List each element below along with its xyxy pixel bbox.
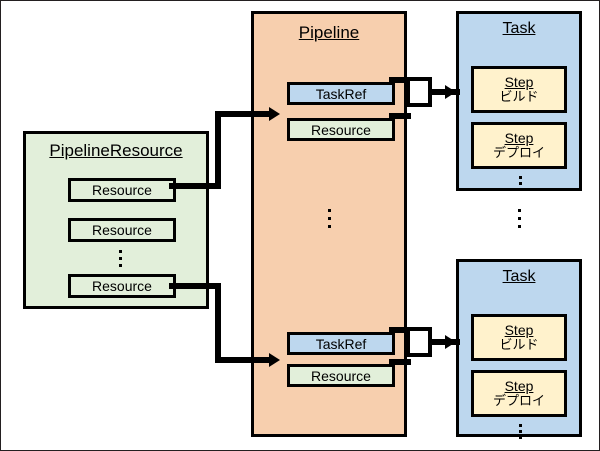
task-2-ellipsis-icon bbox=[518, 424, 522, 439]
pipeline-title: Pipeline bbox=[298, 23, 360, 42]
task-title-1: Task bbox=[502, 20, 536, 37]
connector-2-arrowhead-icon bbox=[269, 353, 280, 367]
pipeline-resource-box: PipelineResource Resource Resource Resou… bbox=[23, 131, 209, 309]
pipeline-taskref-2: TaskRef bbox=[287, 332, 395, 355]
merge-1-arrowhead-icon bbox=[445, 85, 456, 99]
step-subtitle: デプロイ bbox=[492, 144, 545, 160]
task-title-2: Task bbox=[502, 268, 536, 285]
merge-2-resource-lead bbox=[389, 359, 411, 365]
pipeline-resource-title: PipelineResource bbox=[49, 141, 183, 160]
pipeline-box: Pipeline TaskRef Resource TaskRef Resour… bbox=[251, 11, 407, 437]
task-1-step-1: Step ビルド bbox=[471, 66, 567, 113]
merge-2-junction bbox=[406, 327, 432, 357]
connector-1-segment-h1 bbox=[169, 183, 221, 189]
task-1-step-2: Step デプロイ bbox=[471, 122, 567, 169]
task-2-step-1: Step ビルド bbox=[471, 314, 567, 361]
task-box-1: Task Step ビルド Step デプロイ bbox=[456, 11, 582, 191]
merge-1-junction bbox=[406, 77, 432, 107]
pipeline-resource-item-3: Resource bbox=[68, 274, 176, 298]
pipeline-resource-slot-1: Resource bbox=[287, 118, 395, 141]
pipeline-resource-slot-2: Resource bbox=[287, 364, 395, 387]
step-subtitle: ビルド bbox=[499, 336, 539, 352]
step-subtitle: ビルド bbox=[499, 88, 539, 104]
merge-2-taskref-lead bbox=[389, 327, 411, 333]
task-2-step-2: Step デプロイ bbox=[471, 370, 567, 417]
merge-1-taskref-lead bbox=[389, 77, 411, 83]
step-title: Step bbox=[504, 130, 534, 146]
step-title: Step bbox=[504, 322, 534, 338]
pipeline-resource-item-1: Resource bbox=[68, 178, 176, 202]
pipeline-resource-item-2: Resource bbox=[68, 218, 176, 242]
pipeline-taskref-1: TaskRef bbox=[287, 82, 395, 105]
step-title: Step bbox=[504, 74, 534, 90]
merge-1-resource-lead bbox=[389, 113, 411, 119]
connector-2-segment-h1 bbox=[169, 283, 221, 289]
task-box-2: Task Step ビルド Step デプロイ bbox=[456, 259, 582, 439]
connector-1-segment-h2 bbox=[215, 111, 271, 117]
task-1-ellipsis-icon bbox=[518, 176, 522, 191]
connector-2-segment-h2 bbox=[215, 357, 271, 363]
step-title: Step bbox=[504, 378, 534, 394]
connector-1-arrowhead-icon bbox=[269, 107, 280, 121]
merge-2-arrowhead-icon bbox=[445, 335, 456, 349]
connector-2-segment-v bbox=[215, 283, 221, 357]
pipeline-resource-ellipsis-icon bbox=[118, 250, 122, 267]
connector-1-segment-v bbox=[215, 111, 221, 187]
step-subtitle: デプロイ bbox=[492, 392, 545, 408]
between-tasks-ellipsis-icon bbox=[517, 209, 521, 228]
pipeline-ellipsis-icon bbox=[327, 209, 331, 228]
